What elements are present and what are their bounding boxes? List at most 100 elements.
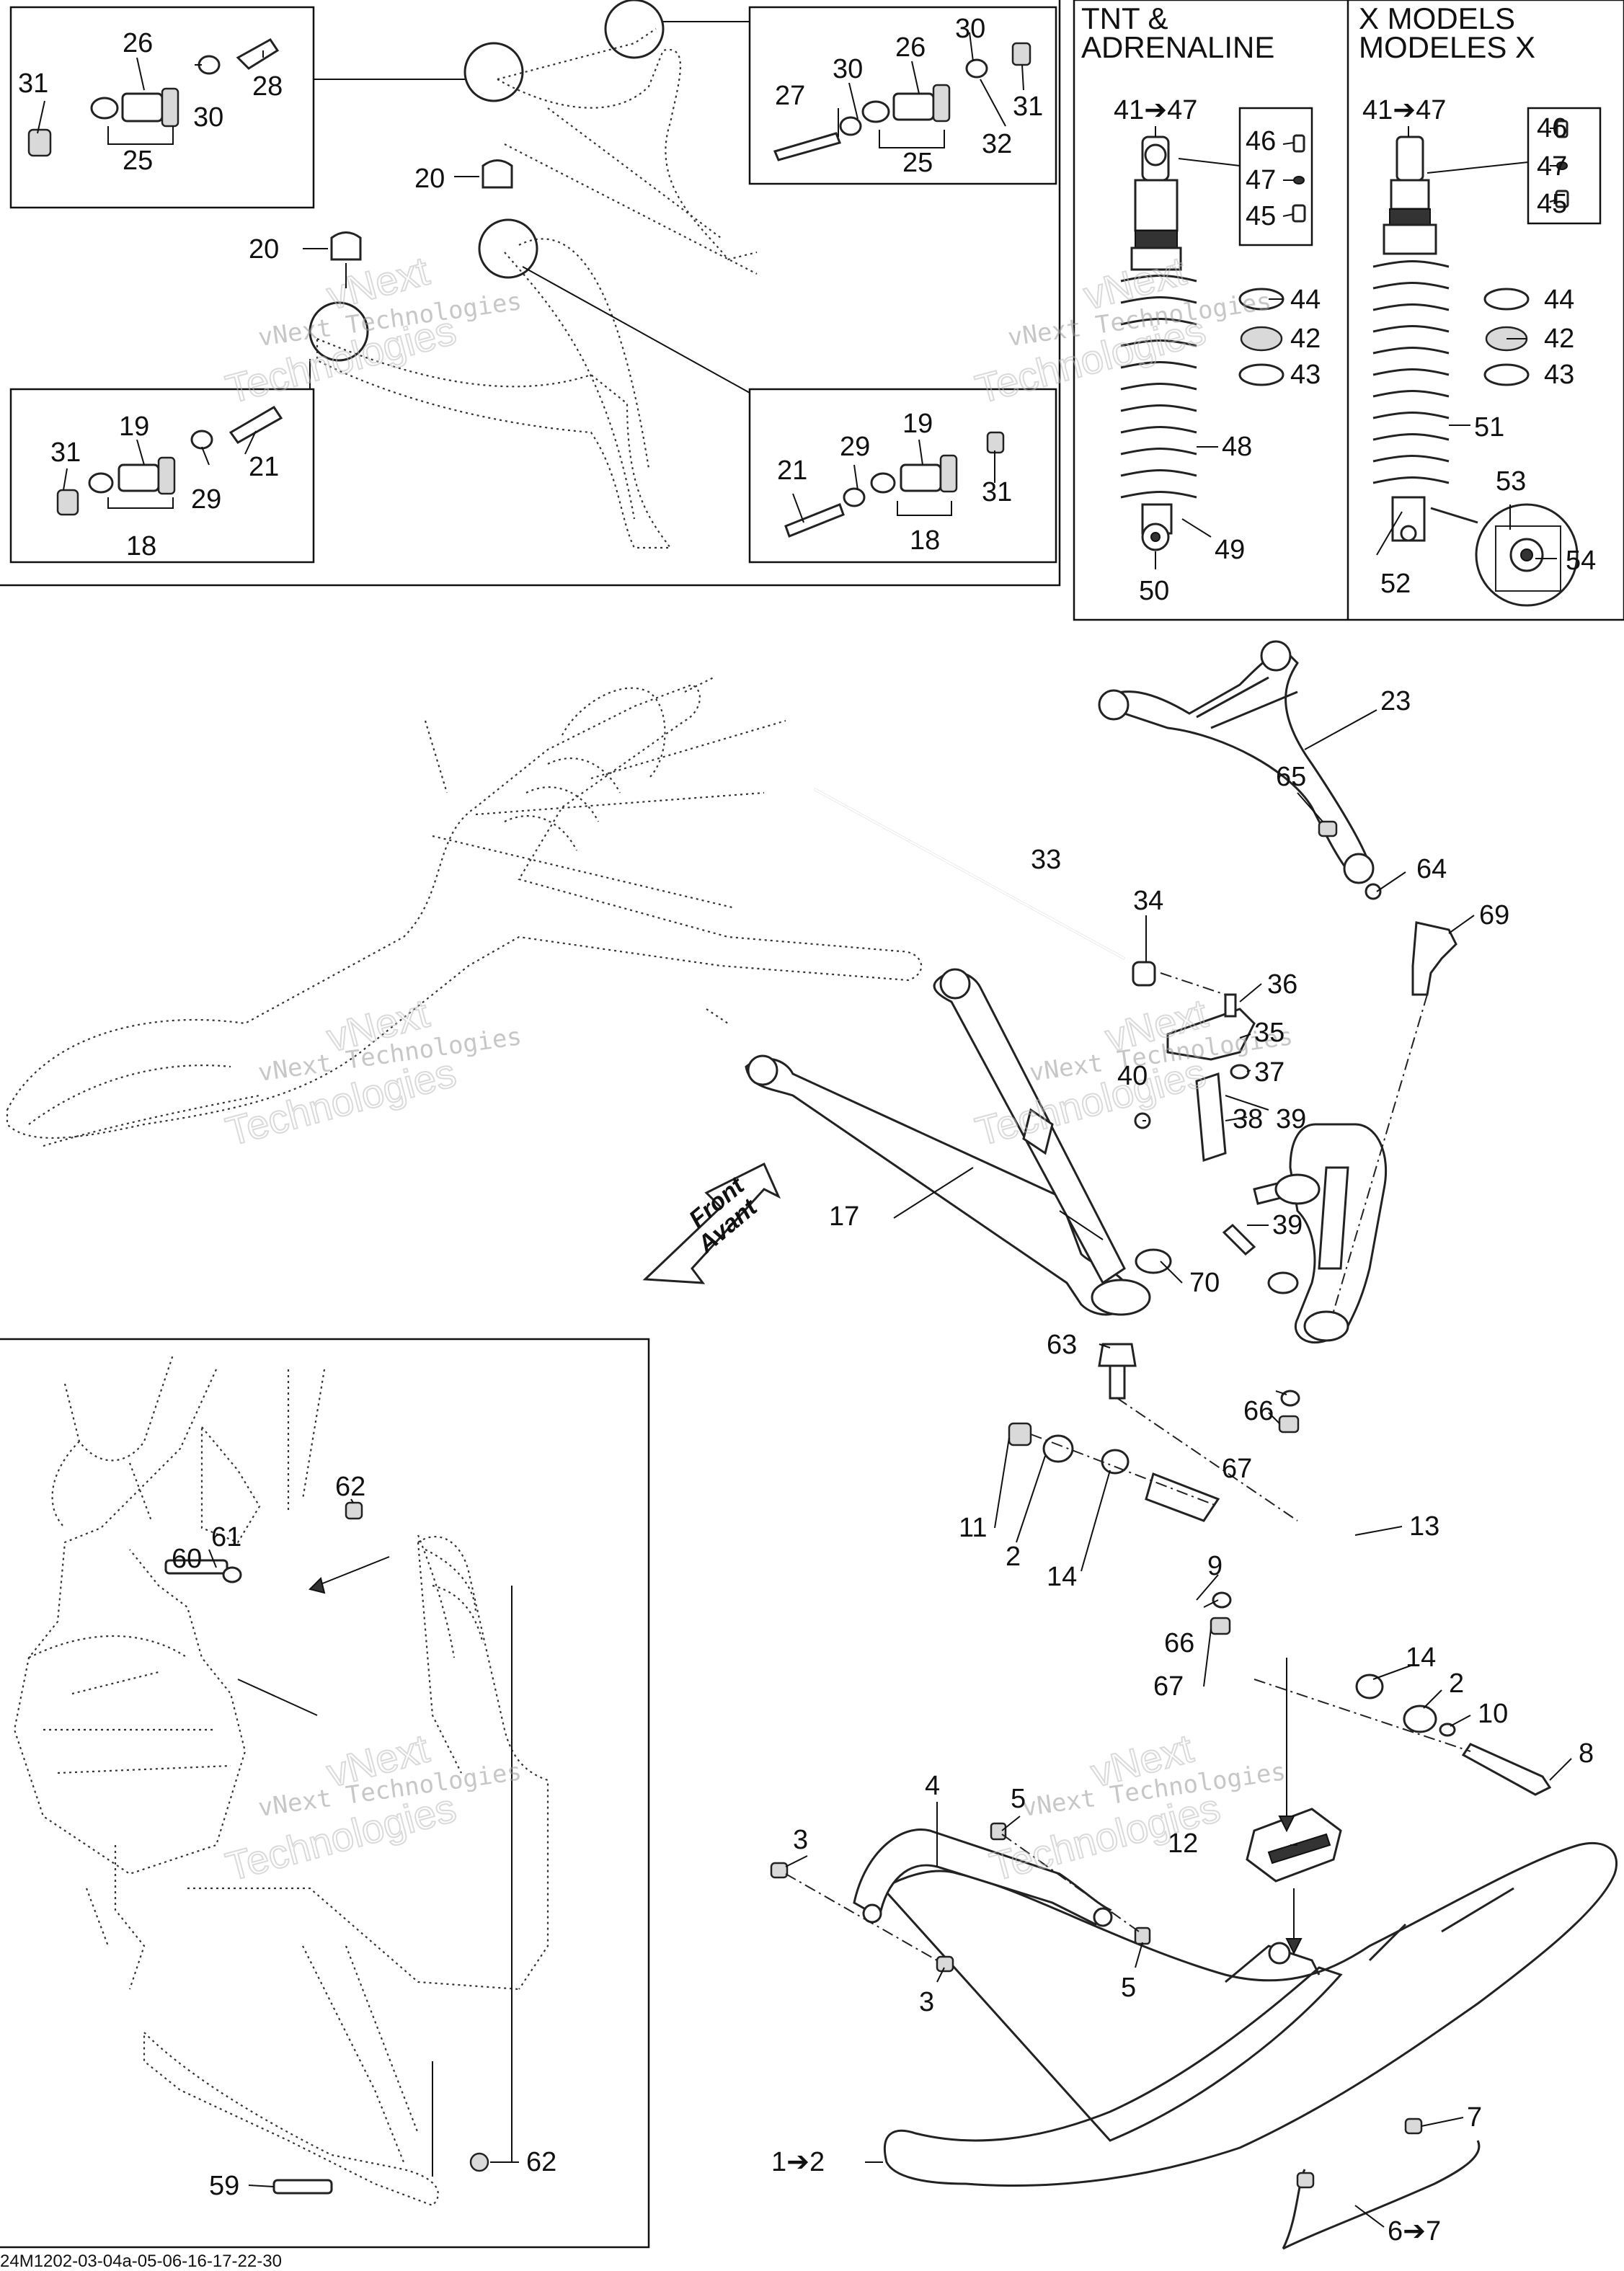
callout-21: 21	[777, 455, 807, 486]
callout-28: 28	[252, 71, 283, 102]
callout-62: 62	[526, 2147, 556, 2177]
callout-31: 31	[1013, 92, 1043, 122]
callout-38: 38	[1233, 1104, 1263, 1134]
ball-joints	[1098, 883, 1457, 1400]
ski-loop-4	[770, 1822, 1151, 1973]
callout-9: 9	[1207, 1551, 1223, 1581]
assembly-lines	[785, 972, 1471, 1961]
callout-54: 54	[1566, 546, 1596, 576]
callout-33: 33	[1031, 845, 1061, 875]
callout-17: 17	[829, 1201, 859, 1232]
callout-5: 5	[1011, 1784, 1026, 1814]
callout-59: 59	[209, 2171, 239, 2201]
callout-labels: 31 26 28 30 25 27 30 26 30 31 32 25 20 2…	[18, 14, 1596, 2246]
callout-26: 26	[895, 32, 926, 63]
callout-41-47: 41➔47	[1114, 95, 1197, 125]
bushing-set-18-right	[784, 431, 1005, 538]
callout-43: 43	[1290, 360, 1321, 390]
callout-50: 50	[1139, 576, 1169, 606]
detail-box-upper-left	[9, 6, 315, 209]
callout-20: 20	[414, 164, 445, 194]
shock-x-drawing	[1372, 135, 1450, 542]
detail-box-upper-right	[748, 6, 1057, 185]
callout-18: 18	[910, 525, 940, 556]
callout-30: 30	[193, 102, 223, 133]
header-x-models: X MODELS	[1359, 1, 1515, 35]
callout-65: 65	[1276, 762, 1306, 792]
shock-hardware-box-tnt	[1238, 107, 1313, 246]
detail-box-lower-right	[748, 388, 1057, 564]
callout-45: 45	[1246, 201, 1276, 231]
callout-19: 19	[119, 412, 149, 442]
callout-37: 37	[1254, 1057, 1284, 1088]
callout-31: 31	[50, 437, 81, 468]
callout-66: 66	[1164, 1628, 1194, 1658]
spacer-20-parts	[330, 159, 513, 261]
callout-26: 26	[123, 28, 153, 58]
shock-rings	[1238, 288, 1530, 386]
callout-47: 47	[1537, 151, 1567, 182]
callout-62: 62	[335, 1472, 365, 1502]
callout-48: 48	[1222, 432, 1252, 462]
header-adrenaline: ADRENALINE	[1081, 30, 1274, 64]
callout-63: 63	[1047, 1330, 1077, 1360]
callout-18: 18	[126, 531, 156, 561]
detail-box-lower-left	[9, 388, 315, 564]
callout-31: 31	[18, 68, 48, 99]
shock-panel-border	[1073, 0, 1624, 621]
adjuster-53-detail	[1430, 503, 1579, 607]
header-modeles-x: MODELES X	[1359, 30, 1535, 64]
callout-27: 27	[775, 81, 805, 111]
shock-hardware-box-x	[1527, 107, 1602, 225]
bottom-left-chassis-ghost	[13, 1354, 549, 2207]
callout-40: 40	[1117, 1061, 1148, 1091]
callout-8: 8	[1579, 1738, 1594, 1769]
callout-14: 14	[1047, 1562, 1077, 1592]
callout-39: 39	[1276, 1104, 1306, 1134]
callout-67: 67	[1222, 1454, 1252, 1484]
bottom-left-hardware	[164, 1501, 513, 2195]
callout-20: 20	[249, 234, 279, 265]
callout-44: 44	[1290, 285, 1321, 315]
callout-51: 51	[1474, 412, 1504, 443]
callout-49: 49	[1215, 535, 1245, 565]
bushing-set-25-right	[773, 42, 1031, 161]
callout-12: 12	[1168, 1828, 1198, 1859]
callout-42: 42	[1544, 324, 1574, 354]
upper-arm-pivot-callout-circle-2	[604, 0, 665, 59]
header-tnt: TNT &	[1081, 1, 1168, 35]
callout-47: 47	[1246, 165, 1276, 195]
callout-66: 66	[1243, 1396, 1274, 1426]
callout-5: 5	[1121, 1973, 1136, 2003]
lower-arm-pivot-callout-circle-2	[478, 218, 538, 279]
bushing-set-18-left	[56, 405, 283, 516]
callout-32: 32	[982, 129, 1012, 159]
sway-bar-links	[1059, 993, 1288, 1256]
callout-31: 31	[982, 477, 1012, 507]
callout-25: 25	[123, 146, 153, 176]
callout-60: 60	[172, 1544, 202, 1574]
callout-13: 13	[1409, 1511, 1439, 1542]
callout-29: 29	[840, 432, 870, 462]
callout-45: 45	[1537, 189, 1567, 219]
callout-46: 46	[1537, 113, 1567, 143]
callout-44: 44	[1544, 285, 1574, 315]
pivot-hardware	[1008, 1390, 1552, 1796]
callout-10: 10	[1478, 1699, 1508, 1729]
callout-39: 39	[1272, 1210, 1303, 1240]
front-suspension-ghost	[6, 677, 923, 1147]
callout-25: 25	[902, 148, 933, 178]
shock-tnt-drawing	[1120, 135, 1197, 551]
lower-arm-pivot-callout-circle	[309, 301, 369, 362]
callout-23: 23	[1380, 686, 1411, 716]
callout-19: 19	[902, 409, 933, 439]
callout-30: 30	[833, 54, 863, 84]
drawing-code: 24M1202-03-04a-05-06-16-17-22-30	[0, 2252, 282, 2271]
callout-1-2: 1➔2	[771, 2147, 825, 2177]
callout-3: 3	[793, 1825, 808, 1855]
callout-leaders	[37, 32, 1572, 2228]
callout-21: 21	[249, 452, 279, 482]
callout-61: 61	[211, 1522, 241, 1552]
callout-67: 67	[1153, 1671, 1184, 1702]
